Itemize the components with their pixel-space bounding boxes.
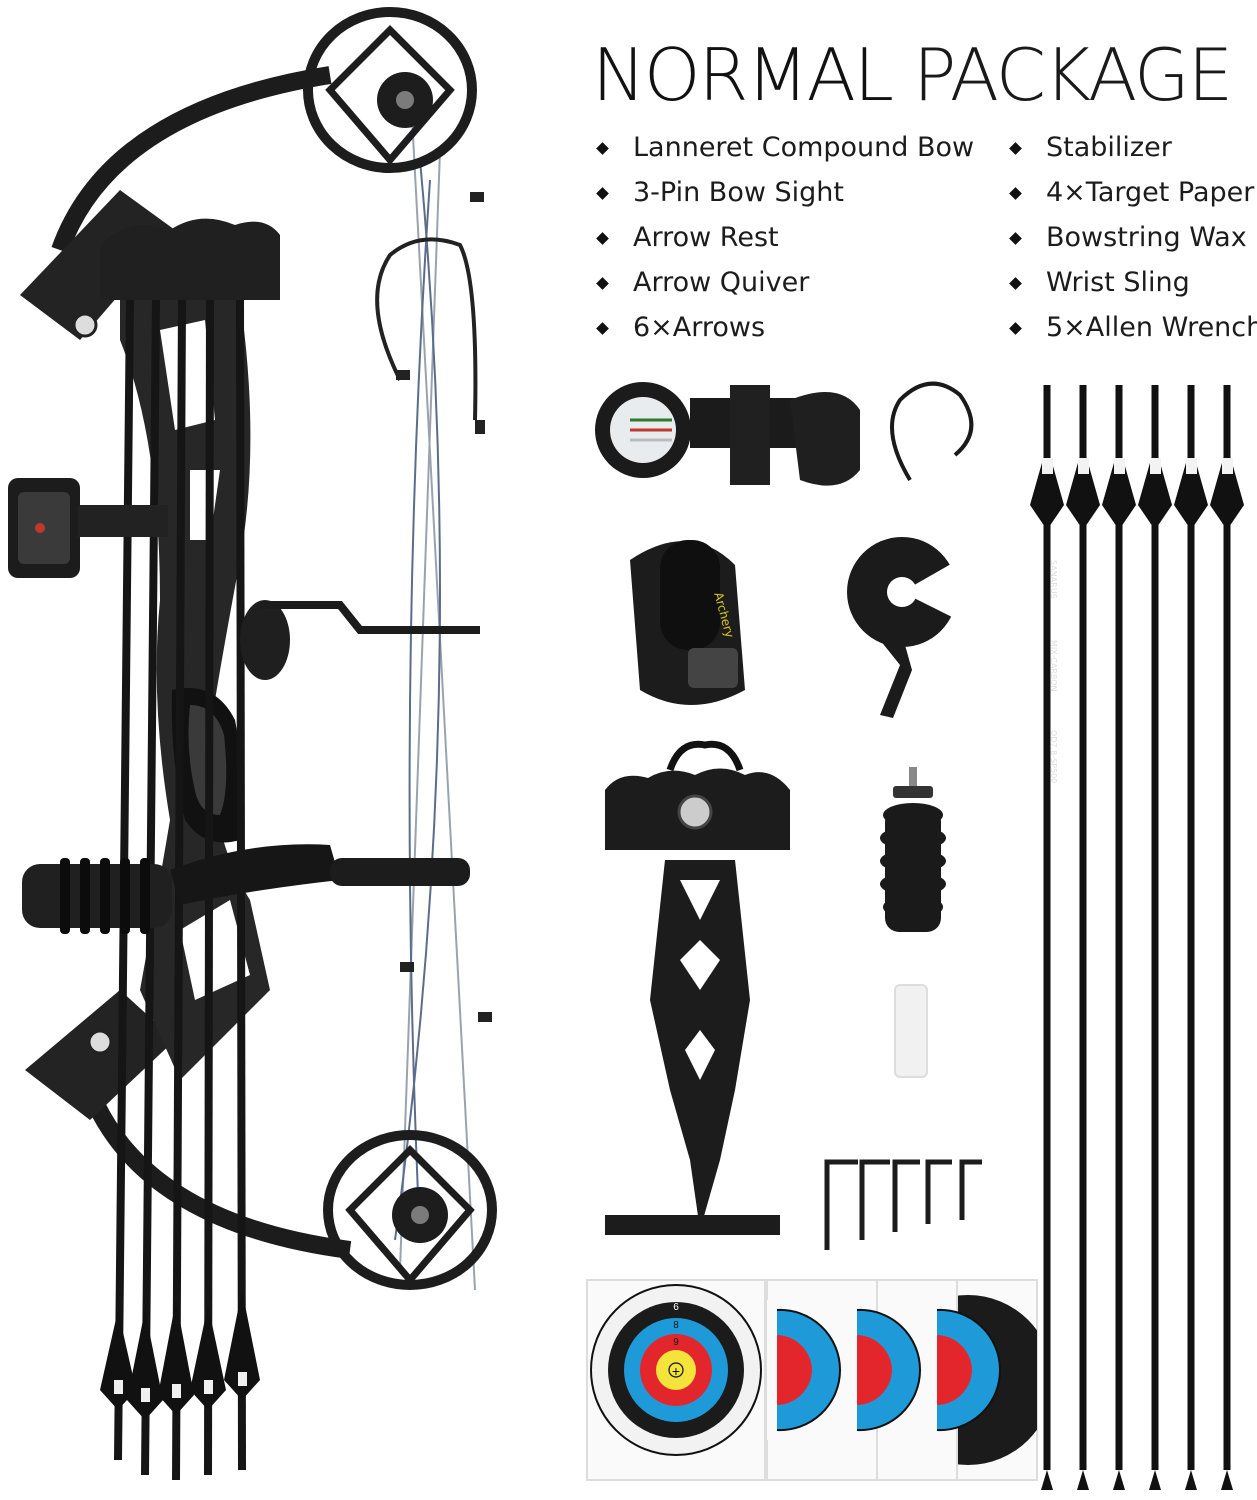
target-paper: [846, 1279, 958, 1481]
arrow-spec-text: MIX-CARBON: [1049, 640, 1058, 691]
target-number: 6: [673, 1302, 679, 1313]
list-item: Wrist Sling: [1008, 260, 1257, 305]
arrow: [1066, 385, 1100, 1490]
arrow: [1174, 385, 1208, 1490]
allen-wrenches: [824, 1159, 982, 1250]
bow-sight: [595, 382, 860, 486]
stabilizer: [880, 767, 946, 932]
list-item: Bowstring Wax: [1008, 215, 1257, 260]
target-paper: [766, 1279, 878, 1481]
compound-bow: [8, 7, 497, 1481]
package-list-left: Lanneret Compound Bow 3-Pin Bow Sight Ar…: [595, 125, 974, 350]
bottom-cam: [323, 1130, 497, 1290]
mounted-sight: [8, 478, 168, 578]
arrow-spine-text: OD7.8-SP500: [1049, 730, 1058, 783]
arrow: [1210, 385, 1244, 1490]
list-item: Arrow Rest: [595, 215, 974, 260]
arrow: [1102, 385, 1136, 1490]
d-loop-cable: [890, 381, 974, 482]
title-thin: PACKAGE: [912, 33, 1233, 117]
target-paper: [926, 1279, 1038, 1481]
package-title: NORMAL PACKAGE: [592, 30, 1242, 120]
list-item: 6×Arrows: [595, 305, 974, 350]
top-cam: [303, 7, 477, 173]
list-item: 4×Target Paper: [1008, 170, 1257, 215]
target-papers: + 9 8 6: [586, 1279, 1038, 1481]
list-item: Stabilizer: [1008, 125, 1257, 170]
target-number: 8: [673, 1320, 679, 1331]
title-bold: NORMAL: [592, 33, 894, 117]
list-item: Lanneret Compound Bow: [595, 125, 974, 170]
target-number: 9: [673, 1337, 679, 1348]
list-item: 5×Allen Wrench: [1008, 305, 1257, 350]
list-item: 3-Pin Bow Sight: [595, 170, 974, 215]
bowstring-wax: [894, 984, 928, 1078]
target-center-mark: +: [672, 1363, 680, 1379]
mounted-stabilizer: [22, 844, 470, 934]
arrow-quiver: [605, 740, 790, 1235]
target-paper-front: [586, 1279, 766, 1481]
arrow: [1138, 385, 1172, 1490]
loose-arrows: SANARUS MIX-CARBON OD7.8-SP500: [1030, 385, 1244, 1490]
arrow-brand-text: SANARUS: [1049, 560, 1058, 599]
wrist-sling: Archery: [630, 540, 745, 705]
wrist-sling-text: Archery: [711, 591, 737, 640]
arrow: [1030, 385, 1064, 1490]
list-item: Arrow Quiver: [595, 260, 974, 305]
arrow-rest: [847, 537, 958, 718]
package-list-right: Stabilizer 4×Target Paper Bowstring Wax …: [1008, 125, 1257, 350]
